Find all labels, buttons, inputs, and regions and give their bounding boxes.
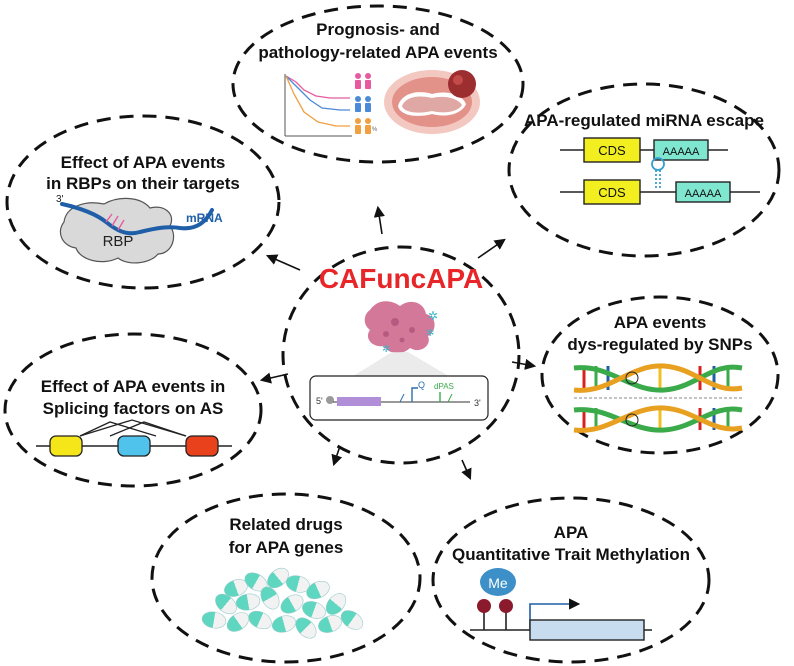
me-label: Me: [488, 575, 508, 591]
mirna-node: APA-regulated miRNA escape CDS AAAAA CDS…: [507, 82, 781, 258]
svg-text:✲: ✲: [426, 328, 434, 339]
methylation-icon: Me: [477, 568, 516, 630]
center-node: CAFuncAPA ✲ ✲ ✲ 5' 3' Q dPAS: [281, 245, 521, 465]
five-prime-label: 5': [316, 396, 323, 406]
svg-text:Q: Q: [418, 380, 425, 390]
center-title: CAFuncAPA: [319, 263, 483, 294]
snp-title-line1: APA events: [614, 313, 707, 332]
mirna-transcript-2: CDS AAAAA: [560, 157, 760, 205]
three-prime-label: 3': [474, 398, 481, 408]
pills-icon: [201, 567, 364, 639]
snp-oval: [540, 295, 780, 455]
exon-blue: [117, 435, 151, 457]
arrow-to-rbp: [265, 254, 301, 271]
polya-label-2: AAAAA: [685, 188, 722, 200]
splicing-title-line1: Effect of APA events in: [41, 377, 226, 396]
prognosis-title-line1: Prognosis- and: [316, 20, 440, 39]
drugs-title-line1: Related drugs: [229, 515, 342, 534]
cds-label-2: CDS: [598, 185, 626, 200]
qtm-title-line2: Quantitative Trait Methylation: [452, 545, 690, 564]
arrow-to-qtm: [461, 459, 472, 481]
qtm-node: APA Quantitative Trait Methylation Me: [431, 496, 711, 664]
dna-helix-icon: [573, 363, 744, 433]
rbp-title-line1: Effect of APA events: [61, 153, 226, 172]
transcript-panel: 5' 3' Q dPAS: [309, 375, 489, 421]
survival-curve-icon: %: [284, 74, 378, 137]
snp-title-line2: dys-regulated by SNPs: [567, 335, 752, 354]
arrow-to-splicing: [259, 372, 289, 384]
mirna-hairpin-icon: [651, 157, 665, 190]
rbp-mrna-label: mRNA: [186, 211, 223, 225]
arrow-to-prognosis: [373, 205, 385, 235]
arrow-to-drugs: [331, 445, 343, 467]
mirna-title: APA-regulated miRNA escape: [524, 111, 764, 130]
drugs-node: Related drugs for APA genes: [150, 492, 422, 664]
mirna-oval: [507, 82, 781, 258]
mrna-strand-icon: 3' mRNA: [56, 194, 223, 236]
exon-yellow: [49, 435, 83, 457]
splicing-node: Effect of APA events in Splicing factors…: [3, 332, 263, 488]
prognosis-node: Prognosis- and pathology-related APA eve…: [231, 4, 525, 164]
rbp-node: Effect of APA events in RBPs on their ta…: [5, 114, 281, 290]
splicing-oval: [3, 332, 263, 488]
people-icons: [355, 73, 371, 134]
arrows: [259, 205, 537, 481]
qtm-oval: [431, 496, 711, 664]
prognosis-oval: [231, 4, 525, 164]
rbp-title-line2: in RBPs on their targets: [46, 174, 240, 193]
drugs-oval: [150, 492, 422, 664]
splicing-title-line2: Splicing factors on AS: [43, 399, 224, 418]
cds-label-1: CDS: [598, 143, 626, 158]
prognosis-percent-label: %: [372, 127, 378, 133]
rbp-prime-label: 3': [56, 194, 64, 205]
tumor-organ-icon: [384, 70, 480, 134]
rbp-label: RBP: [103, 233, 134, 250]
mirna-transcript-1: CDS AAAAA: [560, 137, 728, 163]
rbp-oval: [5, 114, 281, 290]
svg-text:✲: ✲: [428, 309, 438, 323]
snp-node: APA events dys-regulated by SNPs: [540, 295, 780, 455]
tissue-blob-icon: ✲ ✲ ✲: [364, 301, 438, 355]
exon-red: [185, 435, 219, 457]
dpas-label: dPAS: [434, 382, 454, 391]
arrow-to-snp: [511, 358, 537, 370]
prognosis-title-line2: pathology-related APA events: [258, 43, 497, 62]
center-oval: [281, 245, 521, 465]
gene-body-icon: [470, 598, 652, 641]
qtm-title-line1: APA: [554, 523, 589, 542]
svg-text:✲: ✲: [382, 344, 390, 355]
arrow-to-mirna: [477, 238, 506, 259]
drugs-title-line2: for APA genes: [229, 538, 344, 557]
polya-label-1: AAAAA: [663, 146, 700, 158]
spotlight-cone: [350, 352, 452, 378]
exon-structure-icon: [36, 419, 232, 457]
